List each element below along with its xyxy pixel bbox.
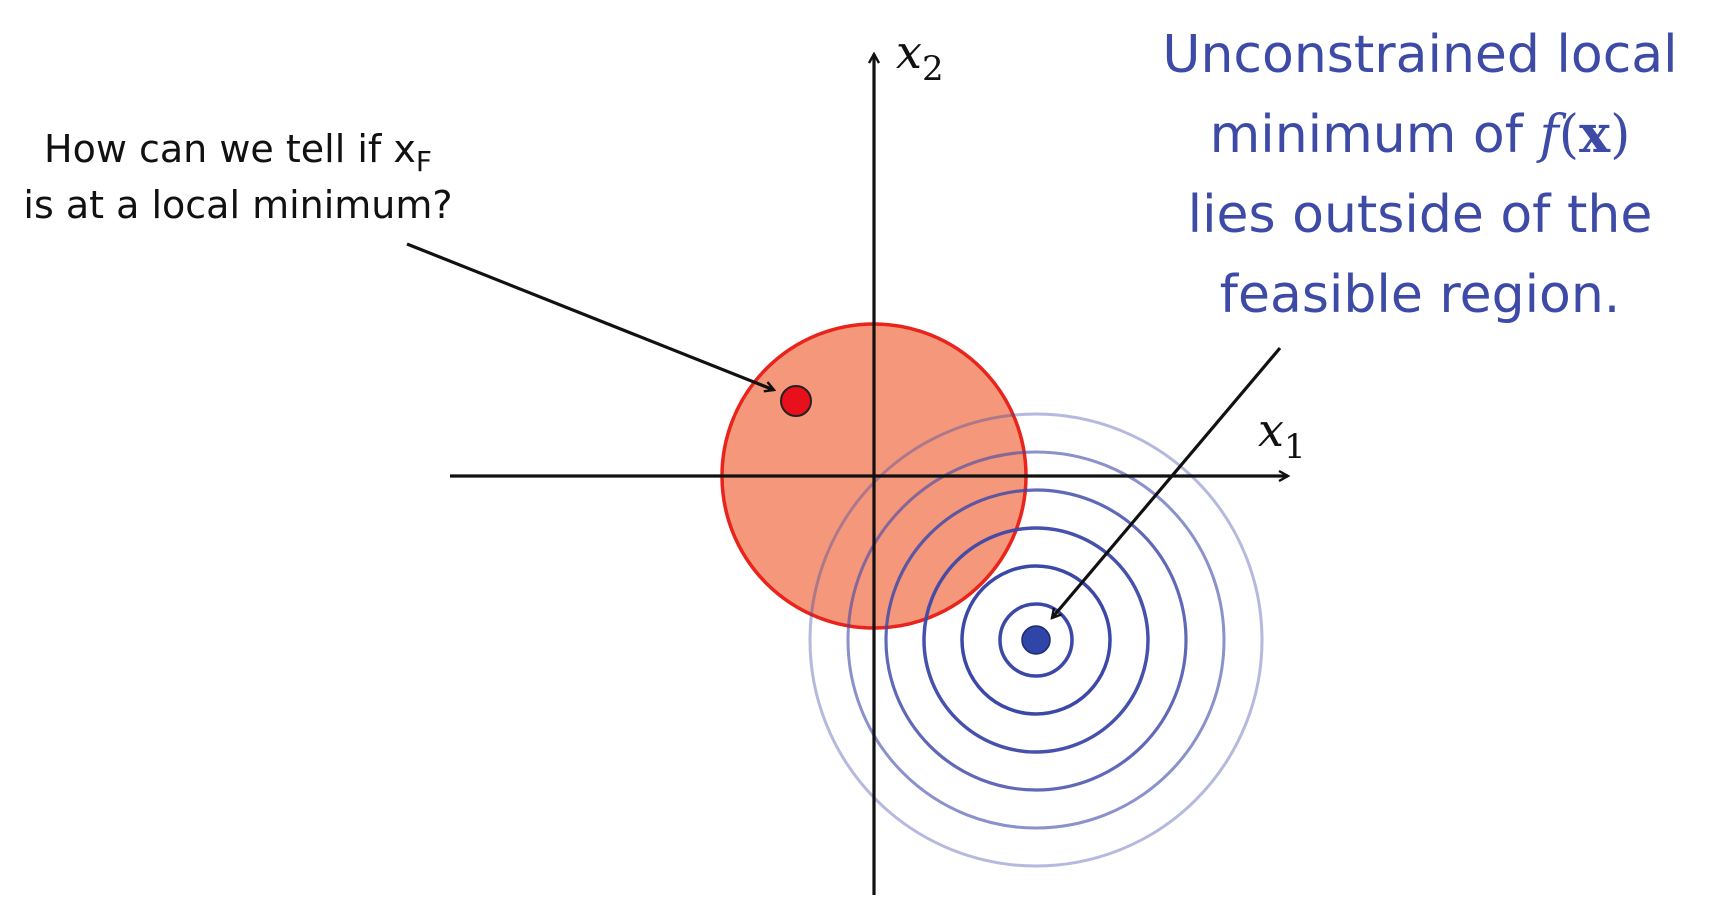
- question-line-1: How can we tell if xF: [44, 127, 432, 178]
- contour-lines: [808, 412, 1264, 868]
- question-annotation: How can we tell if xF is at a local mini…: [23, 127, 452, 227]
- feasible-point: [780, 385, 812, 417]
- contour-ring: [998, 602, 1074, 678]
- contour-ring: [960, 564, 1112, 716]
- question-line-2: is at a local minimum?: [23, 183, 452, 227]
- y-axis-label: x2: [896, 25, 944, 89]
- x-axis-label: x1: [1258, 403, 1306, 467]
- contour-ring: [846, 450, 1226, 830]
- unconstrained-minimum-point: [1021, 625, 1051, 655]
- note-line-1: Unconstrained local: [1162, 25, 1677, 85]
- note-line-3: lies outside of the: [1188, 185, 1653, 245]
- contour-ring: [884, 488, 1188, 792]
- note-line-4: feasible region.: [1220, 265, 1621, 325]
- minimum-note: Unconstrained local minimum of f(x) lies…: [1162, 25, 1677, 325]
- contour-ring: [922, 526, 1150, 754]
- note-arrow: [1052, 346, 1282, 618]
- question-arrow: [406, 242, 774, 390]
- note-line-2: minimum of f(x): [1210, 104, 1631, 165]
- contour-ring: [808, 412, 1264, 868]
